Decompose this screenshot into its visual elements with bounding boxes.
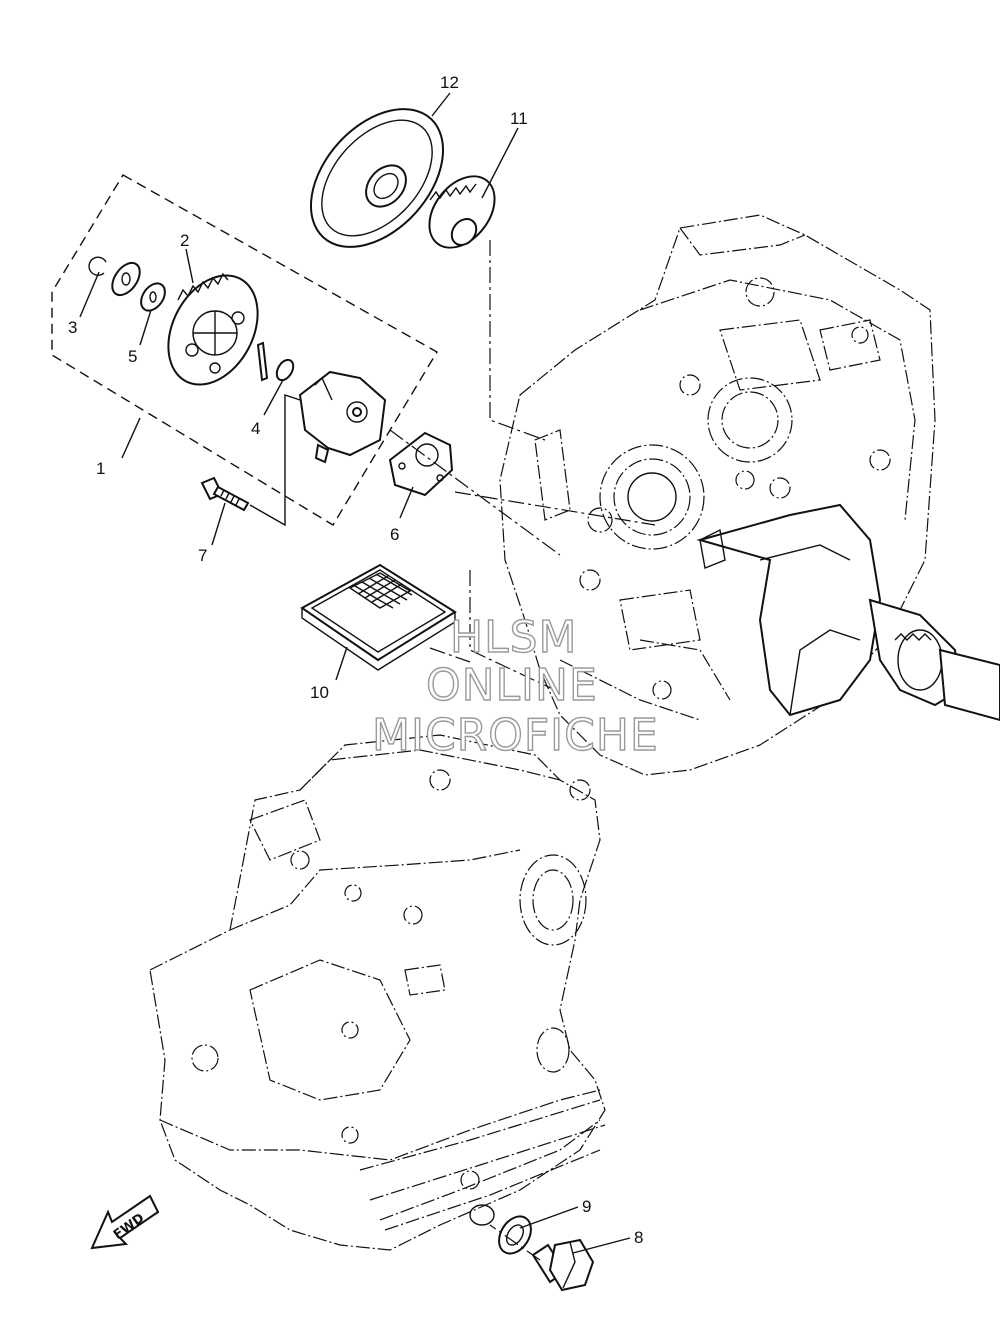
watermark-line-1: HLSM (450, 612, 578, 663)
part-7-bolt (200, 476, 250, 512)
part-6-gasket (388, 431, 454, 497)
callout-12: 12 (440, 73, 459, 92)
watermark: HLSM ONLINE MICROFICHE (371, 611, 659, 761)
watermark-line-3: MICROFICHE (372, 710, 659, 761)
part-10-strainer (300, 563, 457, 671)
callout-4: 4 (251, 419, 260, 438)
callout-9: 9 (582, 1197, 591, 1216)
part-11-gear (428, 175, 496, 249)
part-4-oring (275, 358, 295, 382)
callout-5: 5 (128, 347, 137, 366)
callout-7: 7 (198, 546, 207, 565)
upper-crankcase (499, 214, 1000, 776)
callout-10: 10 (310, 683, 329, 702)
watermark-line-2: ONLINE (426, 660, 598, 711)
dowel-pin (256, 341, 269, 382)
callout-2: 2 (180, 231, 189, 250)
part-2-rotor (167, 272, 259, 386)
callout-8: 8 (634, 1228, 643, 1247)
alignment-lines (249, 240, 656, 1261)
callout-3: 3 (68, 318, 77, 337)
lower-crankcase (149, 734, 606, 1251)
part-9-washer (498, 1215, 532, 1255)
oil-pump-assembly-box (51, 174, 438, 526)
callout-6: 6 (390, 525, 399, 544)
callout-1: 1 (96, 459, 105, 478)
callout-11: 11 (510, 109, 528, 128)
callout-numbers: 12 11 2 3 5 4 1 6 7 10 9 8 (68, 73, 643, 1247)
part-12-cover (309, 108, 445, 248)
leader-lines (79, 92, 631, 1254)
part-5-washer (111, 261, 166, 312)
fwd-arrow: FWD (90, 1194, 160, 1250)
part-3-circlip (88, 256, 107, 276)
part-8-drain-bolt (531, 1238, 595, 1292)
oil-pump-body (298, 370, 387, 464)
